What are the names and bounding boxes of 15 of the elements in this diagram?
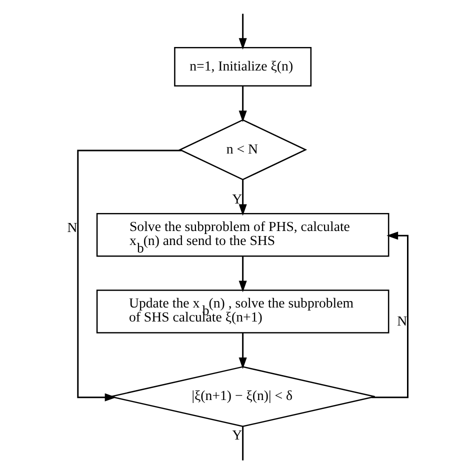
node-diamond: |ξ(n+1) − ξ(n)| < δ (110, 366, 375, 428)
arrow (371, 232, 408, 398)
edge-label: Y (232, 192, 242, 207)
connector (242, 426, 244, 460)
edge-label: N (66, 220, 77, 236)
arrow (238, 332, 246, 370)
node-diamond: n < N (178, 119, 307, 180)
arrow (238, 86, 246, 122)
arrow (238, 14, 246, 50)
arrow (76, 150, 181, 402)
edge-label: N (396, 314, 407, 329)
arrow (238, 180, 246, 216)
node-box: n=1, Initialize ξ(n) (174, 46, 312, 87)
edge-label: Y (232, 428, 242, 443)
arrow (238, 256, 246, 292)
